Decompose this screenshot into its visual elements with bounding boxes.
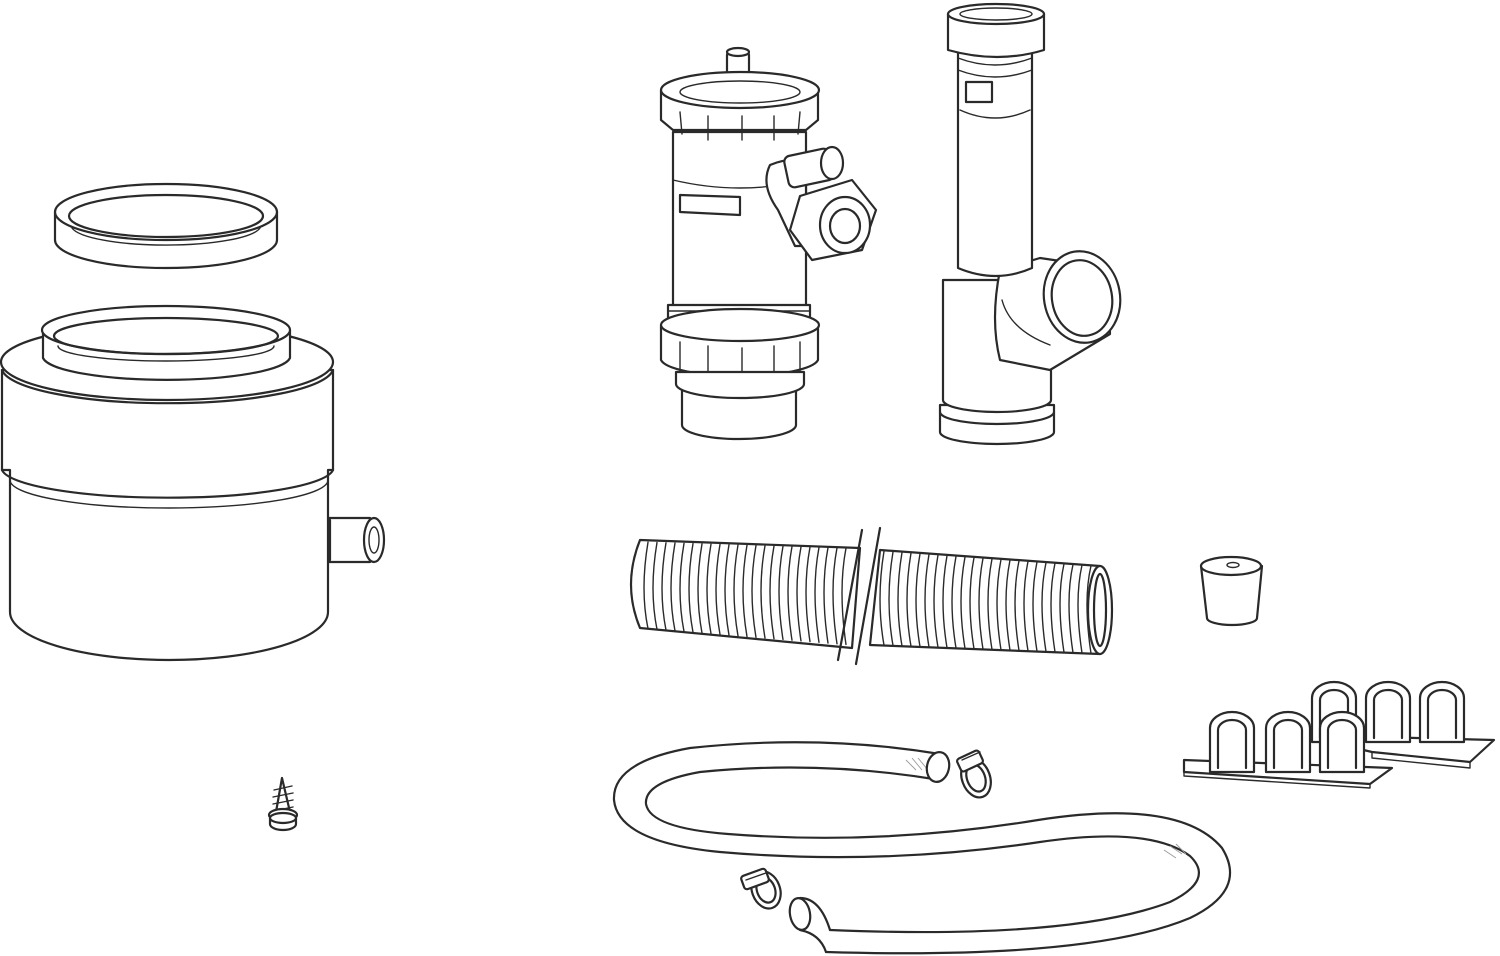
siphon-trap	[659, 46, 878, 441]
rubber-stopper	[1199, 555, 1264, 627]
clear-hose-loop	[612, 741, 1232, 955]
y-branch-fitting	[938, 2, 1122, 446]
hose-clamp-lower	[740, 867, 782, 910]
clips-front-row	[1208, 710, 1366, 774]
corrugated-drain-hose	[629, 526, 1114, 666]
hose-ribs-left	[643, 541, 847, 646]
sealing-ring	[53, 182, 279, 270]
condensate-collector-sleeve	[0, 304, 386, 662]
hose-clip-holders	[1182, 680, 1496, 789]
self-tapping-screw	[267, 776, 299, 832]
hose-clamp	[956, 749, 992, 799]
hose-ribs-right	[879, 550, 1092, 655]
